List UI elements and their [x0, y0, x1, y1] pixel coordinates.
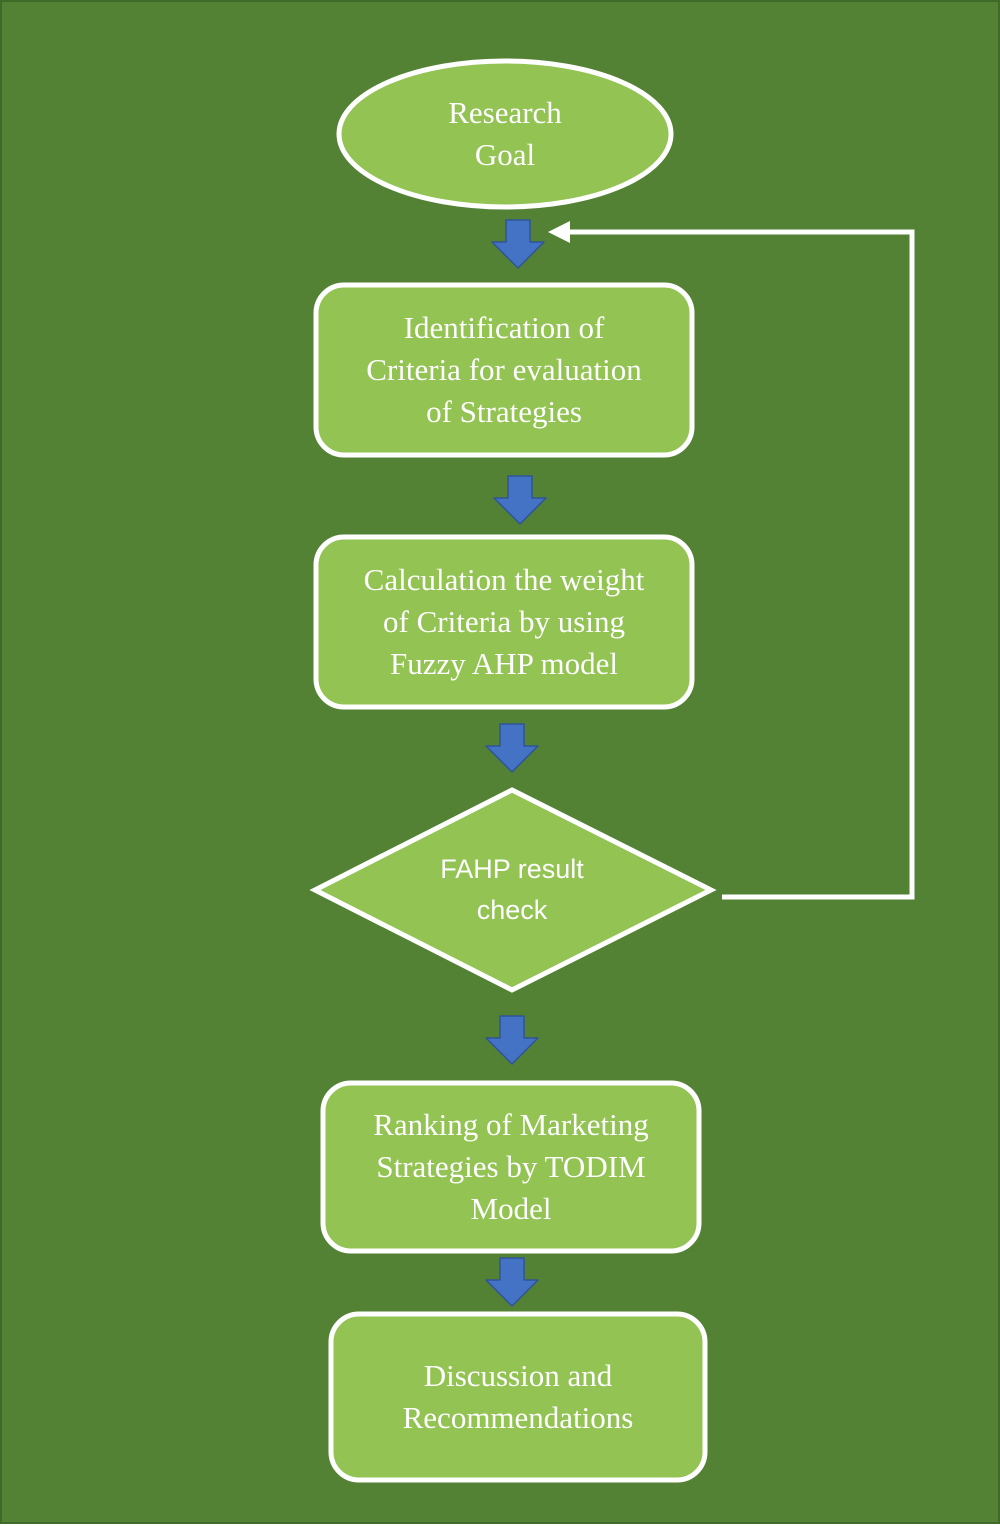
arrow-calculation-to-check	[485, 723, 539, 773]
ranking-node	[320, 1080, 702, 1254]
identification-node	[313, 282, 695, 458]
feedback-loop-line	[568, 229, 915, 900]
arrow-goal-to-identification	[491, 219, 545, 269]
feedback-loop-arrowhead	[548, 221, 570, 243]
fahp-check-decision-node	[309, 787, 717, 993]
calculation-node	[313, 534, 695, 710]
arrow-ranking-to-discussion	[485, 1257, 539, 1307]
arrow-check-to-ranking	[485, 1015, 539, 1065]
arrow-identification-to-calculation	[493, 475, 547, 525]
discussion-node	[328, 1311, 708, 1483]
research-goal-node	[336, 58, 674, 210]
